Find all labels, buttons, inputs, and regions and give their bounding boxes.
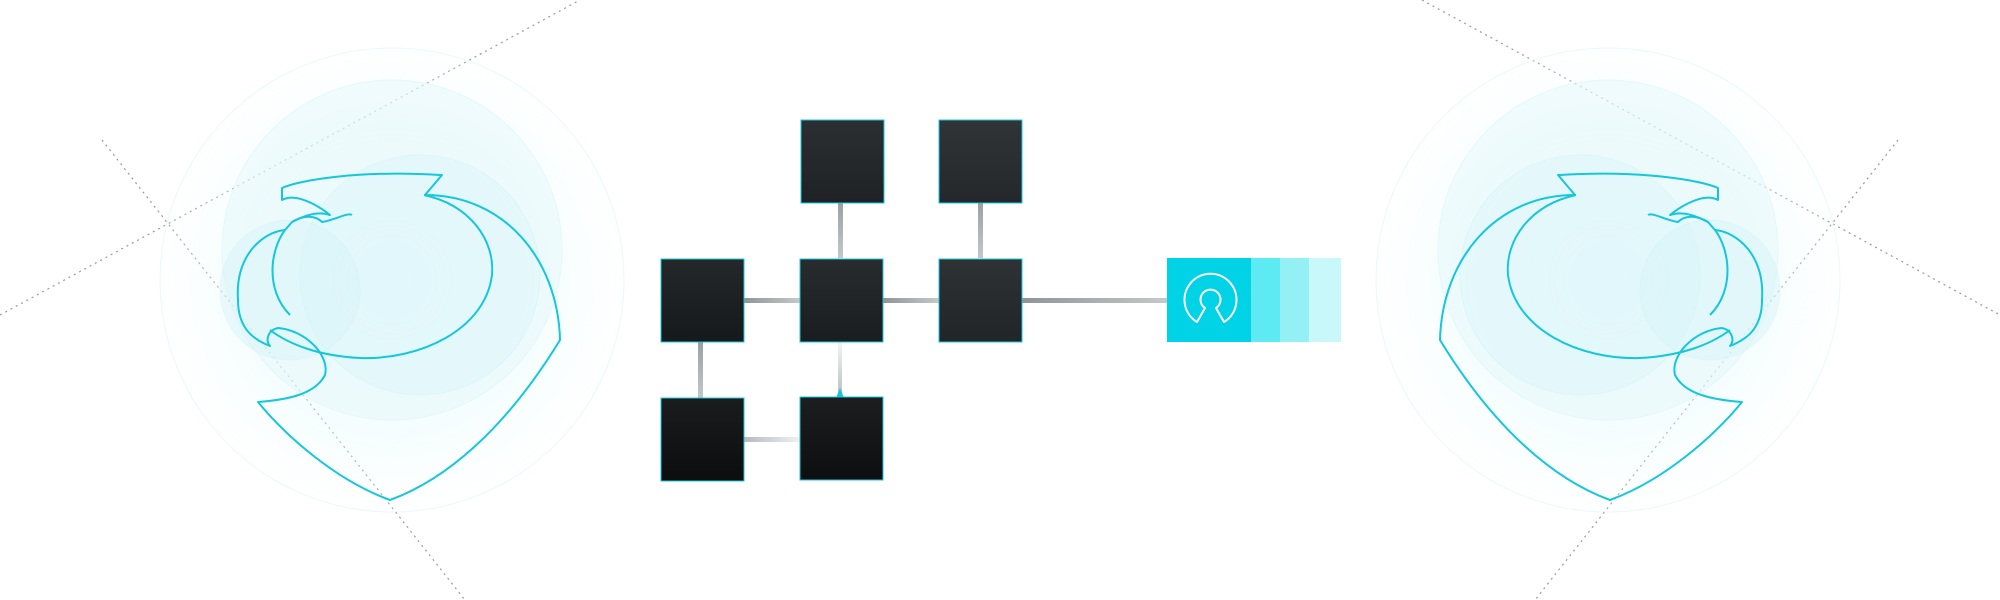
target-segment-1 <box>1167 258 1251 342</box>
left-emblem <box>159 47 625 513</box>
target-segment-3 <box>1280 258 1309 342</box>
node-mid-left <box>660 258 745 343</box>
nodes <box>660 119 1023 482</box>
node-mid-right <box>938 258 1023 343</box>
edge-mid-right-to-target <box>1021 298 1167 303</box>
target-block <box>1167 258 1341 342</box>
open-source-icon <box>1183 272 1238 323</box>
node-top-right <box>938 119 1023 204</box>
edge-mid-center-to-bottom-center <box>838 342 842 397</box>
node-bottom-center <box>799 396 884 481</box>
edge-mid-center-to-mid-right <box>882 298 939 303</box>
edge-top-left-to-mid-center <box>838 202 843 258</box>
edge-mid-left-to-mid-center <box>743 298 800 303</box>
node-top-left <box>800 119 885 204</box>
right-emblem <box>1375 47 1841 513</box>
node-mid-center <box>799 258 884 343</box>
edge-bottom-left-to-bottom-center <box>743 437 800 442</box>
edge-top-right-to-mid-right <box>978 202 983 258</box>
target-segment-2 <box>1251 258 1280 342</box>
target-segment-4 <box>1309 258 1341 342</box>
connectors <box>698 202 1167 442</box>
edge-mid-left-to-bottom-left <box>698 342 703 398</box>
node-bottom-left <box>660 397 745 482</box>
